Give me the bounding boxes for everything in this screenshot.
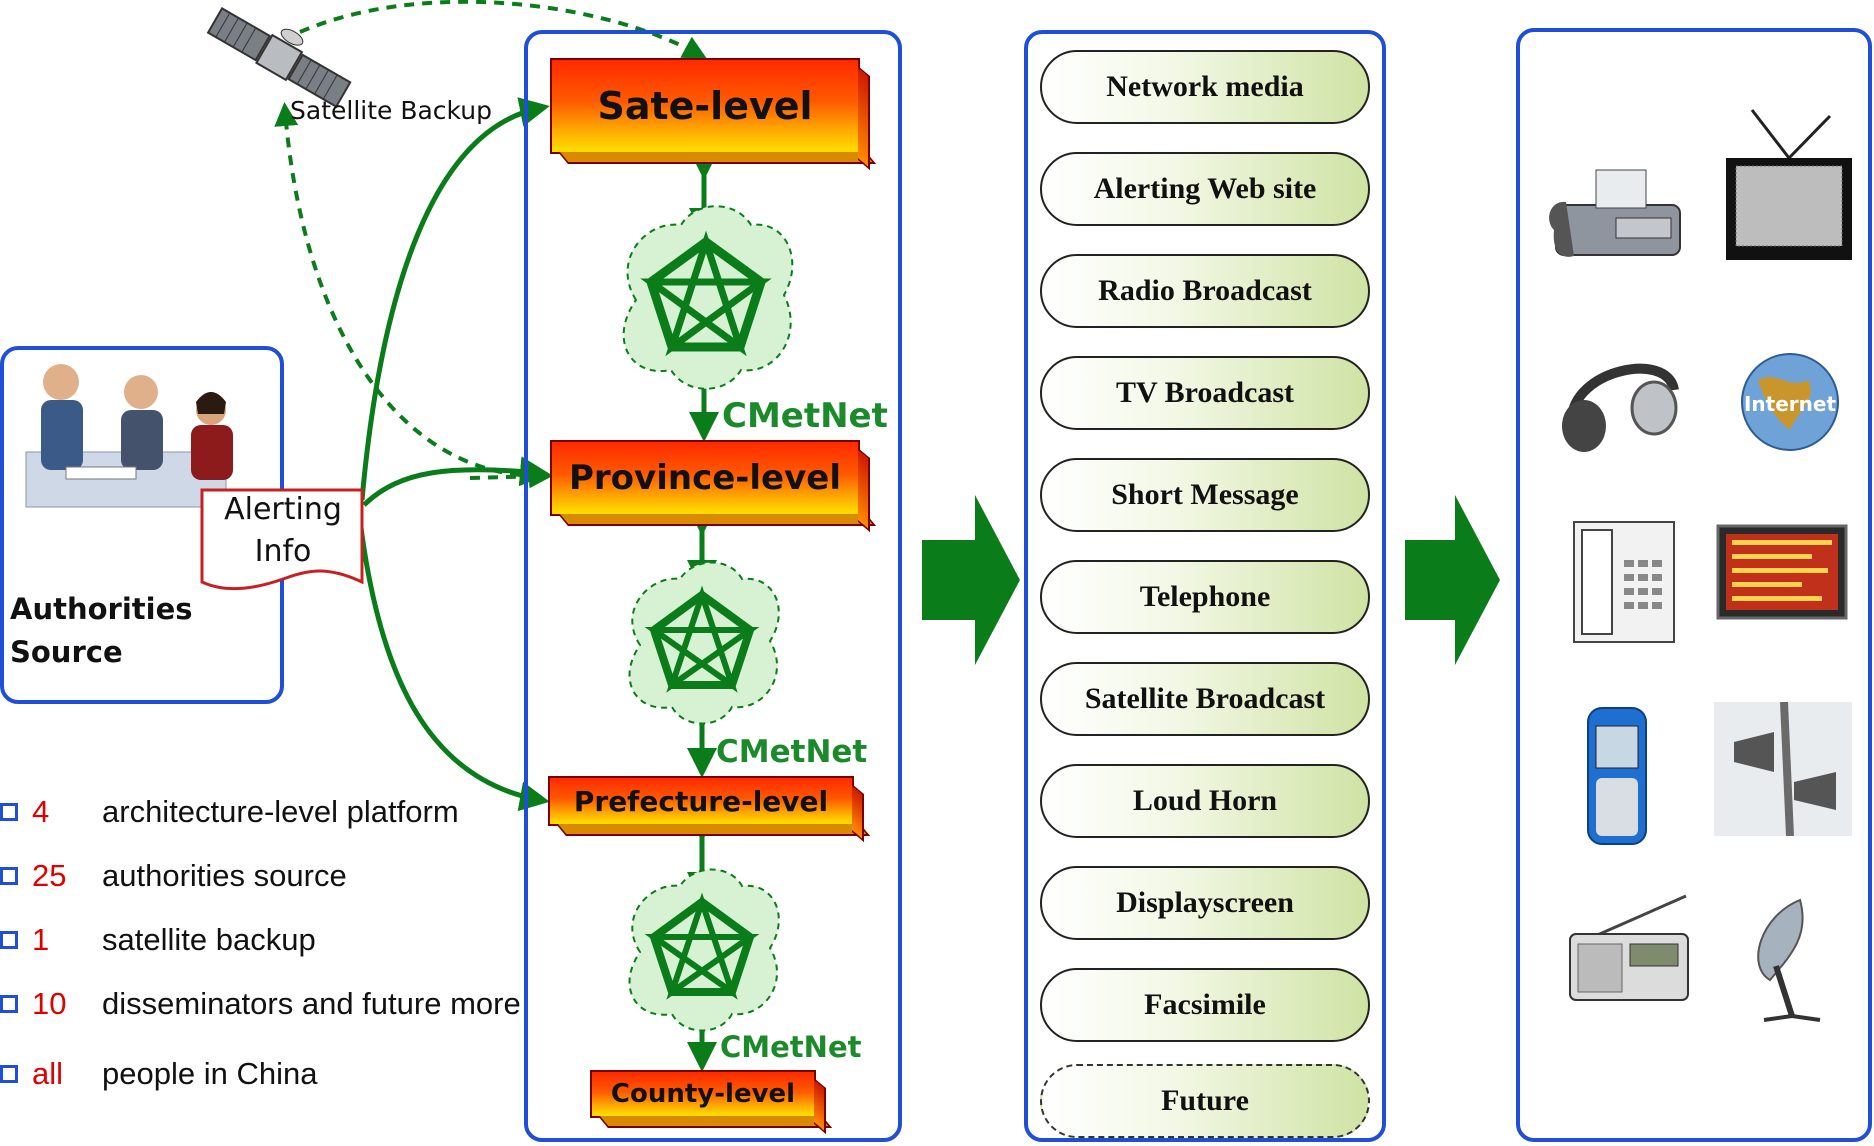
- satellite-backup-label: Satellite Backup: [290, 96, 492, 125]
- satellite-dish-icon: [1757, 898, 1821, 1022]
- channel-facsimile: Facsimile: [1040, 968, 1370, 1042]
- stat-text: people in China: [102, 1056, 318, 1091]
- people-meeting-illustration: [25, 364, 233, 508]
- stat-item: all people in China: [0, 1056, 317, 1092]
- telephone-icon: [1573, 521, 1675, 643]
- internet-globe-icon: [1741, 353, 1839, 451]
- channel-tv-broadcast: TV Broadcast: [1040, 356, 1370, 430]
- stat-item: 10 disseminators and future more: [0, 986, 521, 1022]
- cmetnet-icon-3: [628, 868, 780, 1032]
- county-level-box: County-level: [590, 1070, 816, 1118]
- cmetnet-label-2: CMetNet: [716, 734, 868, 770]
- cmetnet-icon-2: [628, 561, 780, 725]
- internet-globe-label: Internet: [1743, 392, 1837, 416]
- alert-to-state-arrow: [359, 97, 550, 501]
- satellite-downlink-arrow: [274, 102, 521, 477]
- checkbox-icon: [0, 1065, 18, 1083]
- channel-short-message: Short Message: [1040, 458, 1370, 532]
- cmetnet-label-1: CMetNet: [722, 396, 888, 436]
- checkbox-icon: [0, 867, 18, 885]
- led-display-icon: [1716, 524, 1848, 620]
- levels-panel: [524, 30, 902, 1142]
- cmetnet-label-3: CMetNet: [720, 1030, 862, 1064]
- authorities-label-line2: Source: [10, 635, 123, 669]
- alerting-info-line2: Info: [254, 534, 312, 569]
- fax-machine-icon: [1549, 169, 1681, 257]
- satellite-icon: [206, 7, 352, 108]
- stat-number: 10: [32, 986, 67, 1021]
- state-level-box: Sate-level: [550, 58, 860, 154]
- stat-number: 25: [32, 858, 67, 893]
- channel-satellite-broadcast: Satellite Broadcast: [1040, 662, 1370, 736]
- stat-item: 25 authorities source: [0, 858, 347, 894]
- stat-item: 1 satellite backup: [0, 922, 316, 958]
- channel-alerting-web-site: Alerting Web site: [1040, 152, 1370, 226]
- headphones-icon: [1562, 363, 1679, 452]
- loud-horn-icon: [1714, 702, 1852, 836]
- channel-displayscreen: Displayscreen: [1040, 866, 1370, 940]
- cmetnet-icon-1: [622, 205, 794, 390]
- channel-loud-horn: Loud Horn: [1040, 764, 1370, 838]
- devices-panel: [1516, 28, 1872, 1142]
- stat-text: architecture-level platform: [102, 794, 459, 829]
- alert-to-prefecture-arrow: [357, 519, 550, 812]
- authorities-label-line1: Authorities: [10, 592, 193, 626]
- checkbox-icon: [0, 803, 18, 821]
- stat-text: authorities source: [102, 858, 347, 893]
- checkbox-icon: [0, 995, 18, 1013]
- prefecture-level-box: Prefecture-level: [548, 776, 854, 826]
- channel-telephone: Telephone: [1040, 560, 1370, 634]
- alert-to-province-arrow: [362, 456, 550, 507]
- stat-number: all: [32, 1056, 64, 1091]
- stat-item: 4 architecture-level platform: [0, 794, 459, 830]
- satellite-uplink-arrow: [299, 0, 708, 59]
- stat-number: 4: [32, 794, 50, 829]
- stat-text: disseminators and future more: [102, 986, 521, 1021]
- alerting-info-document: [200, 488, 364, 591]
- channel-radio-broadcast: Radio Broadcast: [1040, 254, 1370, 328]
- channel-network-media: Network media: [1040, 50, 1370, 124]
- province-level-box: Province-level: [550, 440, 860, 516]
- stat-text: satellite backup: [102, 922, 316, 957]
- flow-arrow-channels-to-devices: [1405, 495, 1500, 665]
- mobile-phone-icon: [1587, 707, 1647, 845]
- alerting-info-line1: Alerting: [224, 492, 342, 527]
- radio-icon: [1569, 894, 1689, 1001]
- channels-panel: [1024, 30, 1386, 1142]
- flow-arrow-levels-to-channels: [922, 495, 1020, 665]
- stat-number: 1: [32, 922, 50, 957]
- channel-future: Future: [1040, 1064, 1370, 1138]
- checkbox-icon: [0, 931, 18, 949]
- television-icon: [1726, 109, 1852, 260]
